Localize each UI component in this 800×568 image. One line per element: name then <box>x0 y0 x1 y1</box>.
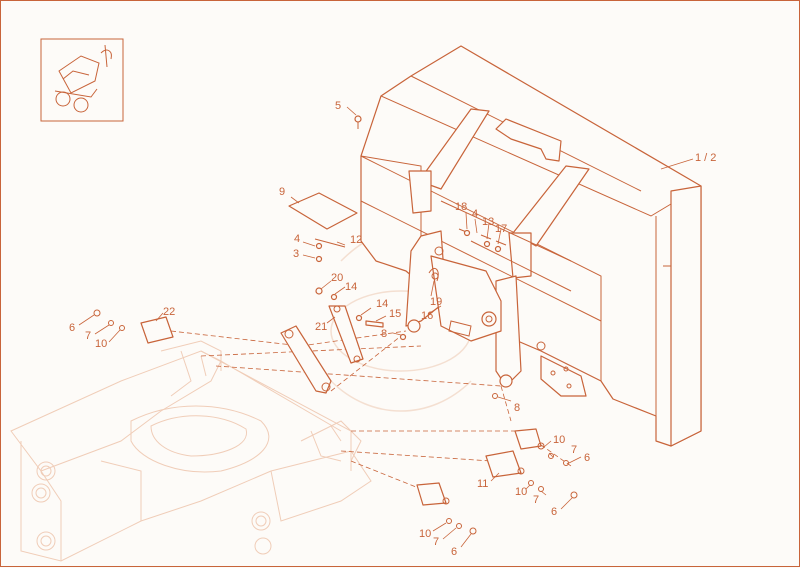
callout-14b: 14 <box>376 298 388 310</box>
callout-21: 21 <box>315 321 327 333</box>
callout-6c: 6 <box>551 506 557 518</box>
callout-labels: 1 / 2 5 9 4 12 3 18 4 13 17 20 14 14 15 … <box>69 100 716 558</box>
loader-icon <box>54 44 112 113</box>
callout-15: 15 <box>389 308 401 320</box>
pin-11 <box>485 450 522 478</box>
callout-7a: 7 <box>85 330 91 342</box>
callout-22: 22 <box>163 306 175 318</box>
callout-6b: 6 <box>584 452 590 464</box>
link-21 <box>328 305 364 364</box>
machine-thumbnail[interactable] <box>40 38 124 122</box>
callout-1-2: 1 / 2 <box>695 152 716 164</box>
callout-7b: 7 <box>571 444 577 456</box>
callout-7d: 7 <box>433 536 439 548</box>
callout-8a: 8 <box>381 328 387 340</box>
callout-5: 5 <box>335 100 341 112</box>
callout-14a: 14 <box>345 281 357 293</box>
callout-11: 11 <box>477 478 488 490</box>
assembly-lines <box>170 330 572 490</box>
bucket-assembly[interactable] <box>360 45 702 447</box>
callout-19: 19 <box>430 296 442 308</box>
bolt-5 <box>354 115 362 123</box>
leader-lines <box>78 106 694 548</box>
callout-6a: 6 <box>69 322 75 334</box>
callout-18: 18 <box>455 201 467 213</box>
callout-8b: 8 <box>514 402 520 414</box>
callout-7c: 7 <box>533 494 539 506</box>
callout-10b: 10 <box>553 434 565 446</box>
callout-10d: 10 <box>419 528 431 540</box>
callout-16: 16 <box>421 310 433 322</box>
callout-17: 17 <box>495 223 507 235</box>
plate-9 <box>288 192 358 230</box>
callout-10c: 10 <box>515 486 527 498</box>
small-parts <box>93 115 578 535</box>
callout-12: 12 <box>350 234 362 246</box>
link-ghost <box>280 325 332 394</box>
callout-4b: 4 <box>472 208 478 220</box>
callout-20: 20 <box>331 272 343 284</box>
callout-9: 9 <box>279 186 285 198</box>
callout-4a: 4 <box>294 233 300 245</box>
strip-12 <box>314 238 346 248</box>
callout-10a: 10 <box>95 338 107 350</box>
pin-22 <box>140 316 174 344</box>
callout-3: 3 <box>293 248 299 260</box>
callout-6d: 6 <box>451 546 457 558</box>
callout-13: 13 <box>482 216 494 228</box>
loader-frame-ghost <box>10 340 372 562</box>
